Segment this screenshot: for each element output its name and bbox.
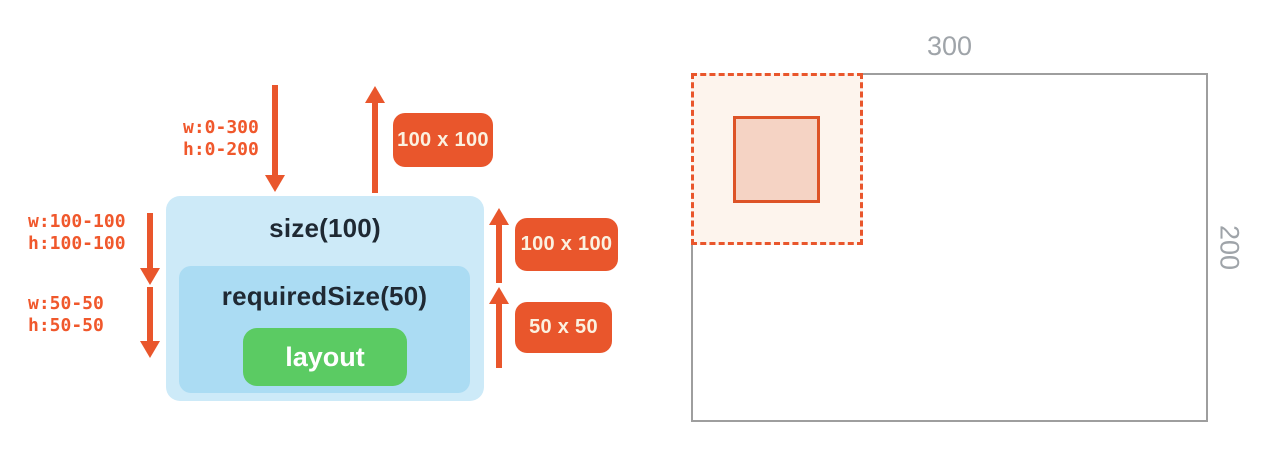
resolved-size-badge-middle-label: 100 x 100 [520,233,613,255]
arrow-up-icon [489,287,509,368]
resolved-size-badge-bottom-label: 50 x 50 [529,316,598,338]
resolved-size-badge-top: 100 x 100 [393,113,493,167]
resolved-size-badge-middle: 100 x 100 [515,218,618,271]
arrow-up-icon [365,86,385,193]
required-size-modifier-label: requiredSize(50) [221,281,428,311]
size-modifier-label: size(100) [269,213,381,243]
arrow-down-icon [140,287,160,358]
resolved-size-badge-top-label: 100 x 100 [397,128,489,151]
size-constraints-height: h:100-100 [28,233,126,254]
required-constraints-height: h:50-50 [28,315,104,336]
required-constraints-width: w:50-50 [28,293,104,314]
arrow-up-icon [489,208,509,283]
resolved-size-badge-bottom: 50 x 50 [515,302,612,353]
root-constraints-height: h:0-200 [183,139,259,160]
root-constraints-width: w:0-300 [183,117,259,138]
arrow-down-icon [140,213,160,285]
parent-width-label: 300 [926,31,973,61]
layout-chip: layout [243,328,407,386]
parent-height-label: 200 [1214,224,1245,271]
measured-content-square [733,116,820,203]
size-constraints-width: w:100-100 [28,211,126,232]
layout-chip-label: layout [285,341,365,372]
arrow-down-icon [265,85,285,192]
